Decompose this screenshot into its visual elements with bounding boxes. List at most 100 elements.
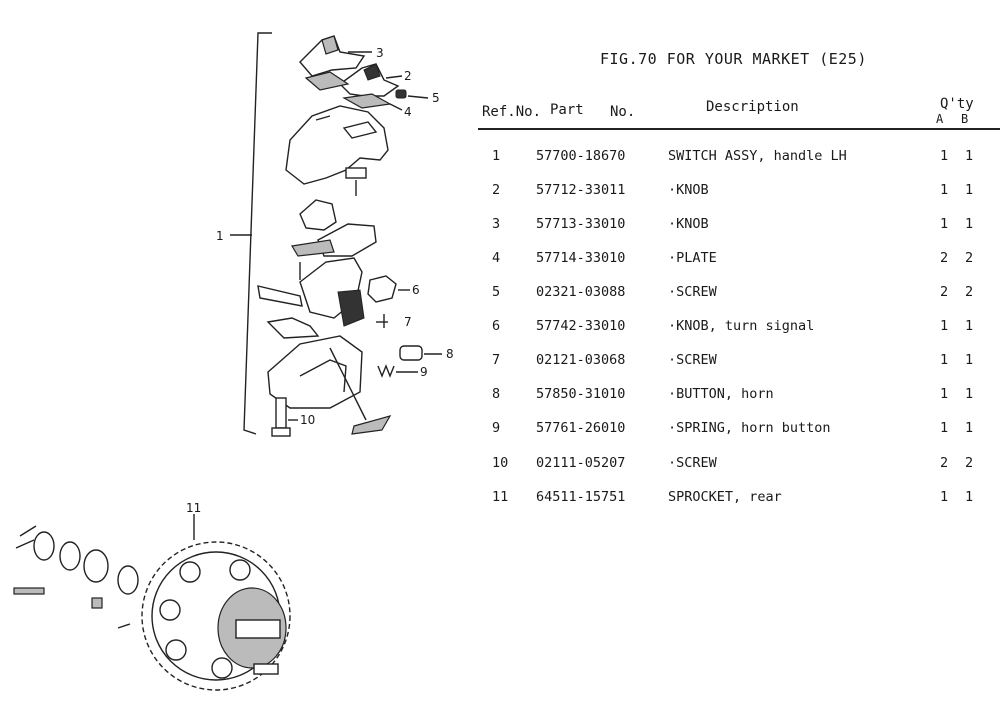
- ref-number: 9: [492, 420, 501, 436]
- callout-2: 2: [404, 69, 412, 83]
- callout-6: 6: [412, 283, 420, 297]
- ref-number: 4: [492, 250, 501, 266]
- qty-a: 1: [940, 148, 949, 164]
- ref-number: 11: [492, 489, 509, 505]
- part-number: 02321-03088: [536, 284, 626, 300]
- switch-internals: [257, 199, 377, 339]
- qty-a: 1: [940, 216, 949, 232]
- callout-9: 9: [420, 365, 428, 379]
- turn-signal-knob-part-6: [367, 275, 410, 303]
- table-row: 6 57742-33010 ·KNOB, turn signal 1 1: [0, 318, 1000, 338]
- header-no: No.: [610, 104, 636, 120]
- part-description: ·BUTTON, horn: [668, 386, 774, 402]
- spring-part-9: [377, 364, 418, 378]
- part-description: ·PLATE: [668, 250, 717, 266]
- table-row: 8 57850-31010 ·BUTTON, horn 1 1: [0, 386, 1000, 406]
- ref-number: 5: [492, 284, 501, 300]
- callout-7: 7: [404, 315, 412, 329]
- callout-5: 5: [432, 91, 440, 105]
- qty-a: 1: [940, 182, 949, 198]
- part-number: 57714-33010: [536, 250, 626, 266]
- header-part: Part: [550, 102, 584, 118]
- table-row: 2 57712-33011 ·KNOB 1 1: [0, 182, 1000, 202]
- table-row: 11 64511-15751 SPROCKET, rear 1 1: [0, 489, 1000, 509]
- table-row: 1 57700-18670 SWITCH ASSY, handle LH 1 1: [0, 148, 1000, 168]
- qty-b: 2: [965, 250, 974, 266]
- callout-10: 10: [300, 413, 315, 427]
- part-number: 57700-18670: [536, 148, 626, 164]
- lower-housing: [267, 335, 392, 435]
- table-row: 5 02321-03088 ·SCREW 2 2: [0, 284, 1000, 304]
- callout-3: 3: [376, 46, 384, 60]
- qty-b: 2: [965, 455, 974, 471]
- part-description: SPROCKET, rear: [668, 489, 782, 505]
- part-description: ·SCREW: [668, 284, 717, 300]
- part-number: 57712-33011: [536, 182, 626, 198]
- part-number: 57850-31010: [536, 386, 626, 402]
- part-description: ·KNOB: [668, 182, 709, 198]
- qty-b: 1: [965, 318, 974, 334]
- part-description: SWITCH ASSY, handle LH: [668, 148, 847, 164]
- horn-button-part-8: [399, 345, 442, 361]
- part-number: 02121-03068: [536, 352, 626, 368]
- screw-part-5: [395, 89, 429, 99]
- qty-a: 1: [940, 420, 949, 436]
- table-row: 3 57713-33010 ·KNOB 1 1: [0, 216, 1000, 236]
- header-description: Description: [706, 99, 799, 115]
- callout-1: 1: [216, 229, 224, 243]
- qty-a: 1: [940, 489, 949, 505]
- qty-b: 1: [965, 352, 974, 368]
- header-qty-b: B: [961, 112, 969, 126]
- part-description: ·SPRING, horn button: [668, 420, 831, 436]
- callout-4: 4: [404, 105, 412, 119]
- part-number: 57713-33010: [536, 216, 626, 232]
- knob-part-3: [299, 35, 372, 77]
- ref-number: 1: [492, 148, 501, 164]
- figure-title: FIG.70 FOR YOUR MARKET (E25): [600, 50, 867, 68]
- callout-11: 11: [186, 501, 201, 515]
- qty-a: 1: [940, 352, 949, 368]
- qty-b: 1: [965, 182, 974, 198]
- screw-part-10: [271, 397, 298, 437]
- qty-b: 1: [965, 386, 974, 402]
- qty-a: 2: [940, 250, 949, 266]
- part-number: 64511-15751: [536, 489, 626, 505]
- qty-b: 1: [965, 216, 974, 232]
- part-description: ·KNOB, turn signal: [668, 318, 815, 334]
- upper-housing: [285, 105, 389, 196]
- qty-b: 1: [965, 489, 974, 505]
- qty-a: 1: [940, 318, 949, 334]
- part-number: 02111-05207: [536, 455, 626, 471]
- assembly-bracket: [243, 32, 272, 435]
- table-row: 4 57714-33010 ·PLATE 2 2: [0, 250, 1000, 270]
- rear-hub-assembly: [13, 525, 139, 629]
- table-row: 7 02121-03068 ·SCREW 1 1: [0, 352, 1000, 372]
- knob-part-2: [304, 63, 403, 97]
- header-qty: Q'ty: [940, 96, 974, 112]
- ref-number: 10: [492, 455, 509, 471]
- header-qty-a: A: [936, 112, 944, 126]
- qty-a: 1: [940, 386, 949, 402]
- qty-b: 2: [965, 284, 974, 300]
- exploded-parts-diagram: 1 3 2 4 5: [13, 32, 454, 691]
- rear-sprocket-part-11: [141, 514, 291, 691]
- ref-number: 8: [492, 386, 501, 402]
- qty-b: 1: [965, 420, 974, 436]
- part-description: ·KNOB: [668, 216, 709, 232]
- qty-a: 2: [940, 284, 949, 300]
- ref-number: 7: [492, 352, 501, 368]
- header-rule: [478, 128, 1000, 130]
- table-row: 9 57761-26010 ·SPRING, horn button 1 1: [0, 420, 1000, 440]
- part-description: ·SCREW: [668, 352, 717, 368]
- screw-part-7: [376, 314, 388, 328]
- part-description: ·SCREW: [668, 455, 717, 471]
- table-row: 10 02111-05207 ·SCREW 2 2: [0, 455, 1000, 475]
- header-ref-no: Ref.No.: [482, 104, 542, 120]
- qty-a: 2: [940, 455, 949, 471]
- part-number: 57742-33010: [536, 318, 626, 334]
- part-number: 57761-26010: [536, 420, 626, 436]
- qty-b: 1: [965, 148, 974, 164]
- callout-8: 8: [446, 347, 454, 361]
- ref-number: 3: [492, 216, 501, 232]
